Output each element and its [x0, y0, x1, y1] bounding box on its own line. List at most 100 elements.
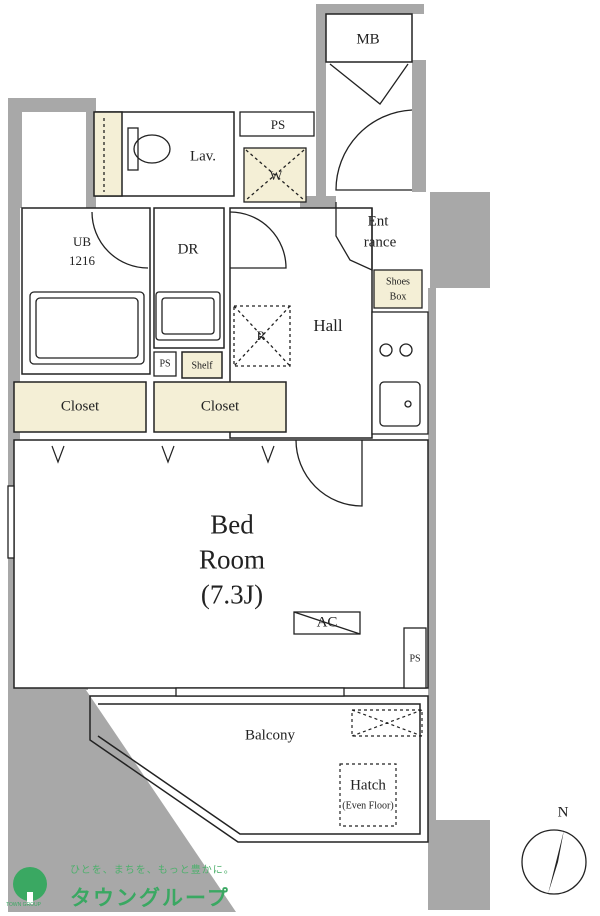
balcony-fixtures: [339, 709, 423, 827]
closet-door-mark: [161, 445, 175, 464]
logo-tree-icon: [13, 867, 47, 904]
outdoor-unit-cross: [351, 709, 423, 737]
lav-label: Lav.: [189, 148, 217, 165]
stove-burner-1: [379, 343, 393, 357]
entrance-wall: [412, 60, 426, 192]
shoes-label-1: Shoes: [386, 276, 410, 288]
closet-right-label: Closet: [200, 398, 240, 415]
closets: [13, 111, 287, 433]
closet-door-marks: [51, 445, 275, 464]
hatch-note: (Even Floor): [342, 800, 394, 812]
dr-label: DR: [177, 241, 199, 258]
ac-box: [293, 611, 361, 635]
balcony-window: [175, 687, 345, 697]
closet-door-mark: [261, 445, 275, 464]
sink-outer: [155, 291, 221, 341]
bedroom-label-line2: Room: [198, 544, 266, 575]
closet-right-box: [153, 381, 287, 433]
logo-name: タウングループ: [70, 887, 230, 910]
sink-inner: [161, 297, 215, 335]
washer-box: [243, 147, 307, 203]
left-window: [7, 485, 15, 559]
logo-tree-crown: [13, 867, 47, 901]
r-box: [233, 305, 291, 367]
r-label: R: [256, 328, 266, 343]
balcony: [89, 695, 429, 843]
dr-floor: [153, 207, 225, 349]
logo-tree-trunk: [27, 892, 33, 904]
compass-north-label: N: [557, 804, 569, 821]
ps-small-box: [153, 351, 177, 377]
stove-burner-2: [399, 343, 413, 357]
ps-top-label: PS: [270, 117, 286, 132]
compass-needle: [548, 830, 564, 894]
bedroom-label-line1: Bed: [210, 509, 254, 540]
hatch-label: Hatch: [350, 777, 386, 794]
bedroom-floor: [13, 439, 429, 689]
washer-cross: [245, 149, 305, 201]
shoes-label-2: Box: [389, 291, 407, 303]
toilet-bowl: [133, 134, 171, 164]
compass-circle: [521, 829, 587, 895]
washer-space: [243, 147, 307, 203]
toilet-tank: [127, 127, 139, 171]
entrance-floor: [335, 202, 373, 272]
dr-fixtures: [153, 211, 287, 377]
mid-wall: [300, 196, 336, 210]
tub-outer: [29, 291, 145, 365]
balcony-inner: [97, 703, 421, 835]
kitchen-drain: [404, 400, 412, 408]
mb-left-wall: [316, 4, 326, 214]
mb-door: [329, 63, 409, 105]
shelf-box: [181, 351, 223, 379]
shelf-label: Shelf: [191, 360, 213, 372]
ps-bedroom-label: PS: [409, 653, 421, 665]
right-lower-column: [428, 820, 490, 910]
interior: [13, 13, 429, 689]
ps-small-label: PS: [159, 358, 171, 370]
closet-left-box: [13, 381, 147, 433]
tub-inner: [35, 297, 139, 359]
ps-top-box: [239, 111, 315, 137]
lav-fixtures: [103, 118, 171, 192]
ub-floor: [21, 207, 151, 375]
closet-left-label: Closet: [60, 398, 100, 415]
kitchen: [371, 311, 429, 435]
entrance-label-1: Ent: [367, 213, 389, 230]
hall-label: Hall: [313, 316, 343, 335]
entrance-door: [335, 109, 413, 191]
hatch-box: [339, 763, 397, 827]
entrance: [295, 63, 413, 507]
w-label: W: [269, 168, 283, 183]
ub-door: [91, 211, 149, 269]
lower-left-wall: [8, 690, 236, 912]
ps-bedroom-box: [403, 627, 427, 689]
r-cross: [233, 305, 291, 367]
logo-name-en: TOWN GROUP: [6, 902, 41, 908]
windows: [7, 485, 345, 697]
mb-label: MB: [356, 31, 380, 48]
refrigerator-space: [233, 305, 291, 367]
lav-counter: [93, 111, 123, 197]
balcony-outline: [89, 695, 429, 843]
mb-top-wall: [316, 4, 424, 14]
logo-tagline: ひとを、まちを、もっと豊かに。: [70, 865, 235, 876]
ac-unit: [293, 611, 361, 635]
bedroom-size: (7.3J): [200, 579, 264, 610]
bedroom-label: Bed Room (7.3J): [199, 508, 265, 613]
ub-label-1: UB: [72, 234, 92, 249]
right-column: [430, 192, 490, 288]
shoes-box: [373, 269, 423, 309]
ac-line: [293, 611, 361, 635]
ac-label: AC: [316, 614, 338, 631]
ub-fixtures: [29, 211, 149, 365]
left-lav-wall: [86, 98, 96, 208]
balcony-label: Balcony: [245, 727, 295, 744]
kitchen-counter: [371, 311, 429, 435]
closet-door-mark: [51, 445, 65, 464]
entrance-label-2: rance: [363, 234, 397, 251]
kitchen-sink: [379, 381, 421, 427]
hall-floor: [229, 207, 373, 439]
dr-door: [229, 211, 287, 269]
mb-floor: [325, 13, 413, 63]
